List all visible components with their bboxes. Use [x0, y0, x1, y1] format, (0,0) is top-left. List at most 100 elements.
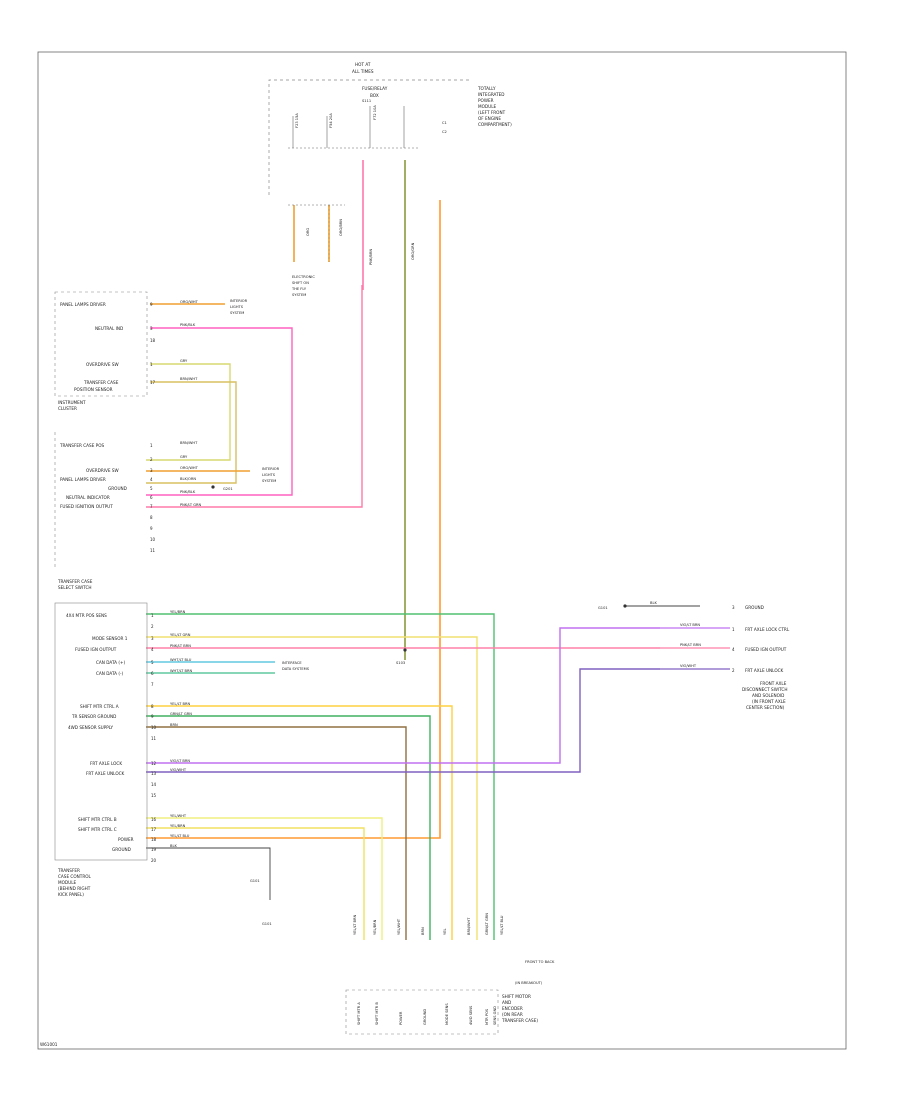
tccm-pin-label-12: FRT AXLE LOCK: [90, 761, 122, 766]
tccm-pin-num-6: 6: [151, 671, 154, 676]
tccm-pin-label-19: GROUND: [112, 847, 131, 852]
tccm-wire-4: PNK/LT BRN: [170, 644, 191, 648]
switch-pin-num-6: 6: [150, 495, 153, 500]
tccm-pin-num-2: 2: [151, 624, 154, 629]
tccm-pin-num-18: 18: [151, 837, 157, 842]
motor-label-5: MODE SENS: [445, 1003, 449, 1025]
tccm-wire-5: WHT/LT BLU: [170, 658, 192, 662]
splice-label: S111: [362, 99, 371, 103]
motor-wire-5: YEL: [443, 929, 447, 935]
instrument-cluster: PANEL LAMPS DRIVER 9 ORG/WHT INTERIOR LI…: [54, 291, 248, 411]
tccm-pin-num-20: 20: [151, 858, 157, 863]
axle-wire-4: VIO/WHT: [680, 664, 697, 668]
tccm-pin-num-10: 10: [151, 725, 157, 730]
tccm-pin-num-19: 19: [151, 847, 157, 852]
switch-pin-num-2: 2: [150, 457, 153, 462]
cluster-wire-5: BRN/WHT: [180, 377, 198, 381]
top-power-module: HOT AT ALL TIMES FUSE/RELAY BOX TOTALLY …: [268, 62, 512, 297]
module-side-5: (LEFT FRONT: [478, 110, 506, 115]
right-fuse-label: F72 10A: [373, 105, 377, 120]
cluster-pin-num-2: 3: [150, 326, 153, 331]
tccm-pin-label-6: CAN DATA (-): [96, 671, 124, 676]
tccm-can-note-2: DATA SYSTEMS: [282, 667, 310, 671]
cluster-pin-num-5: 17: [150, 380, 156, 385]
cluster-wire-2: PNK/BLK: [180, 323, 196, 327]
switch-pin-num-10: 10: [150, 537, 156, 542]
switch-pin-num-4: 4: [150, 477, 153, 482]
tccm-wire-1: YEL/BRN: [170, 610, 186, 614]
axle-label-1: GROUND: [745, 605, 764, 610]
tccm-pin-label-4: FUSED IGN OUTPUT: [75, 647, 117, 652]
tccm-pin-label-5: CAN DATA (+): [96, 660, 126, 665]
module-side-4: MODULE: [478, 104, 497, 109]
tccm-pin-num-3: 3: [151, 636, 154, 641]
ground-note-3: THE FLY: [291, 287, 307, 291]
motor-label-1: SHIFT MTR A: [357, 1002, 361, 1025]
axle-num-4: 2: [732, 668, 735, 673]
tccm-pin-num-16: 16: [151, 817, 157, 822]
tccm-pin-label-1: 4X4 MTR POS SENS: [66, 613, 107, 618]
motor-label-7: MTR POS: [485, 1008, 489, 1025]
motor-label-6: 4WD SENS: [469, 1005, 473, 1025]
tccm-pin-label-13: FRT AXLE UNLOCK: [86, 771, 125, 776]
c2-label: C2: [442, 130, 447, 134]
pink-wire-label: PNK/BRN: [369, 249, 373, 265]
tccm-wire-18: YEL/LT BLU: [170, 834, 190, 838]
switch-pin-num-5: 5: [150, 486, 153, 491]
axle-wire-2: VIO/LT BRN: [680, 623, 700, 627]
cluster-pin-label-5: TRANSFER CASE: [83, 380, 119, 385]
axle-num-3: 4: [732, 647, 735, 652]
axle-num-2: 1: [732, 627, 735, 632]
motor-name-5: TRANSFER CASE): [501, 1018, 538, 1023]
switch-pin-num-7: 7: [150, 504, 153, 509]
motor-label-4: GROUND: [423, 1009, 427, 1025]
switch-pin-num-11: 11: [150, 548, 156, 553]
tccm-pin-label-3: MODE SENSOR 1: [92, 636, 128, 641]
cluster-name-1: INSTRUMENT: [58, 400, 86, 405]
axle-name-2: DISCONNECT SWITCH: [742, 687, 787, 692]
switch-name-2: SELECT SWITCH: [58, 585, 92, 590]
tccm-pin-num-9: 9: [151, 714, 154, 719]
mid-fuse-label: F54 20A: [329, 113, 333, 128]
tccm-can-note-1: INTERFACE: [282, 661, 302, 665]
cluster-pin-num-1: 9: [150, 302, 153, 307]
tccm-wire-12: VIO/LT BRN: [170, 759, 190, 763]
switch-pin-label-1: TRANSFER CASE POS: [59, 443, 104, 448]
tccm-pin-num-1: 1: [151, 613, 154, 618]
tccm-pin-num-4: 4: [151, 647, 154, 652]
tccm-pin-label-10: 4WD SENSOR SUPPLY: [68, 725, 114, 730]
tccm-ground-2: G101: [262, 922, 272, 926]
tccm-wire-13: VIO/WHT: [170, 768, 187, 772]
transfer-case-motor: YEL/LT BRN YEL/BRN YEL/WHT BRN YEL BRN/W…: [345, 913, 555, 1035]
axle-label-4: FRT AXLE UNLOCK: [745, 668, 784, 673]
cluster-wire-4: GRY: [180, 359, 188, 363]
splice-label-s103: S103: [396, 661, 405, 665]
motor-wire-3: YEL/WHT: [397, 918, 401, 935]
tccm-pin-num-11: 11: [151, 736, 157, 741]
cluster-note-1: INTERIOR: [230, 299, 248, 303]
tccm-pin-label-17: SHIFT MTR CTRL C: [78, 827, 117, 832]
module-title-line-4: BOX: [370, 93, 379, 98]
switch-wire-6: PNK/LT GRN: [180, 503, 202, 507]
tccm-pin-num-5: 5: [151, 660, 154, 665]
motor-label-8: SENS GND: [493, 1006, 497, 1025]
cluster-pin-label-4: OVERDRIVE SW: [86, 362, 119, 367]
motor-note-1: FRONT TO BACK: [525, 960, 555, 964]
module-side-3: POWER: [478, 98, 494, 103]
switch-note-1: INTERIOR: [262, 467, 280, 471]
axle-name-4: (IN FRONT AXLE: [752, 699, 786, 704]
module-side-2: INTEGRATED: [478, 92, 505, 97]
cluster-wire-1: ORG/WHT: [180, 300, 199, 304]
tccm-name-5: KICK PANEL): [58, 892, 84, 897]
tccm-pin-label-8: SHIFT MTR CTRL A: [80, 704, 119, 709]
tccm-name-2: CASE CONTROL: [58, 874, 92, 879]
axle-name-1: FRONT AXLE: [760, 681, 787, 686]
axle-name-5: CENTER SECTION): [746, 705, 785, 710]
cluster-pin-label-2: NEUTRAL IND: [95, 326, 123, 331]
switch-wire-1: BRN/WHT: [180, 441, 198, 445]
switch-pin-label-5: GROUND: [108, 486, 127, 491]
tccm-wire-10: BRN: [170, 723, 178, 727]
module-dashed-outline: [268, 79, 470, 195]
ground-note-2: SHIFT ON: [292, 281, 309, 285]
motor-name-4: (ON REAR: [502, 1012, 523, 1017]
